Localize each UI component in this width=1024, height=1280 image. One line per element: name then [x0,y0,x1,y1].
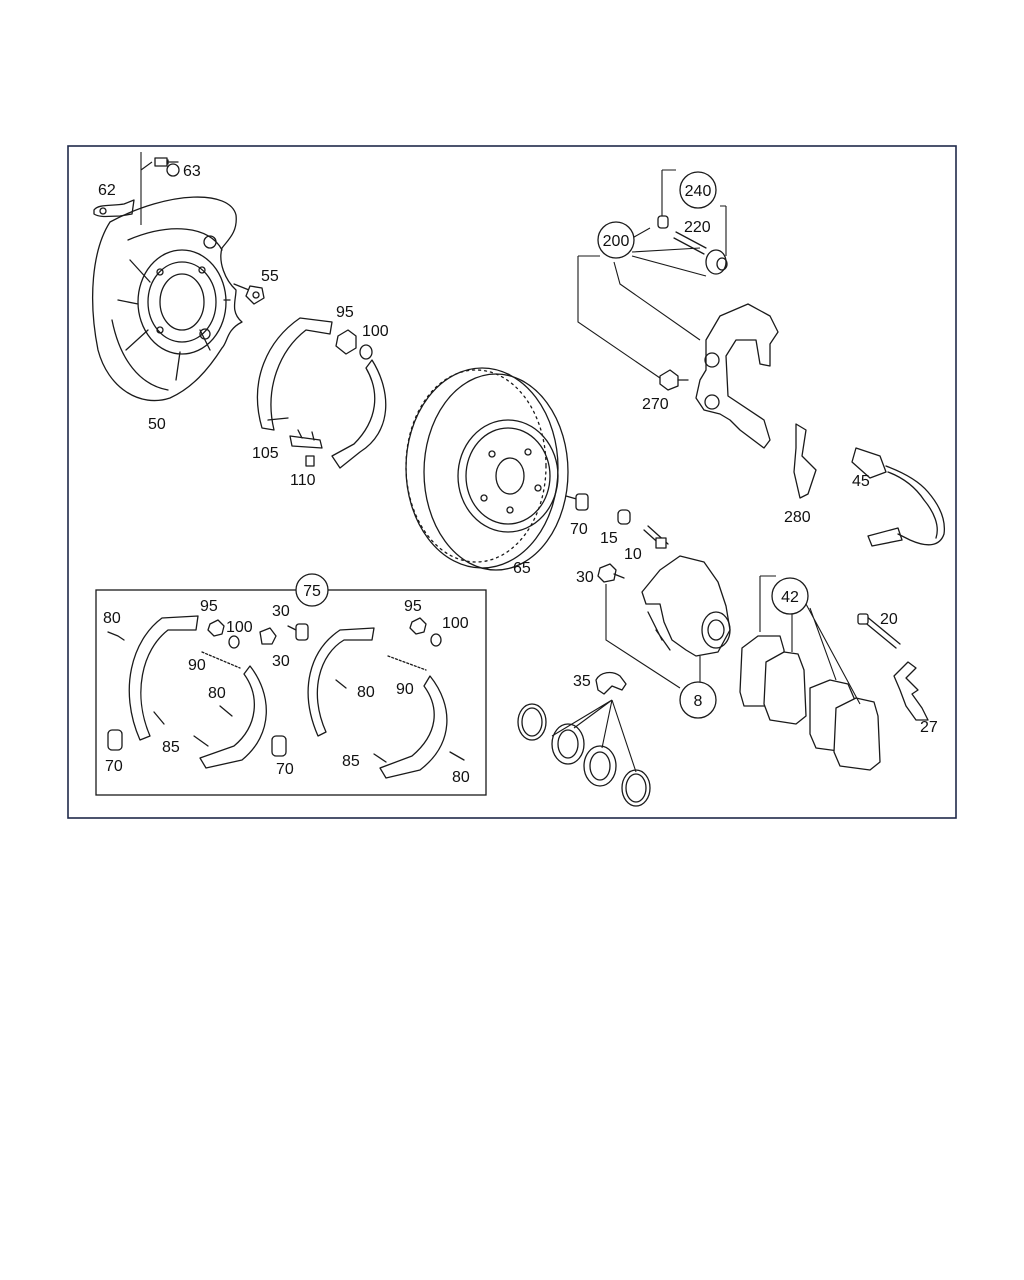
label-27: 27 [920,719,938,736]
dust-shield-50 [92,196,243,402]
parking-brake-shoe-left-105 [256,317,333,431]
label-10: 10 [624,546,642,563]
label-95b: 95 [200,598,218,615]
label-63: 63 [183,163,201,180]
kit-shoe-right-b [379,675,448,779]
label-80b: 80 [208,685,226,702]
callout-42: 42 [771,577,809,615]
caliper-carrier-200 [695,303,779,449]
kit-shoe-left-b [199,665,267,769]
label-62: 62 [98,182,116,199]
bleeder-cap-15 [617,509,631,525]
label-65: 65 [513,560,531,577]
label-95c: 95 [404,598,422,615]
anti-rattle-spring-27 [893,661,929,721]
adjuster-110 [289,429,323,467]
label-110: 110 [290,472,316,489]
parking-brake-shoe-right-105 [331,359,387,469]
kit-small-parts [107,617,465,763]
label-80a: 80 [103,610,121,627]
callout-240: 240 [679,171,717,209]
callout-200: 200 [597,221,635,259]
label-95a: 95 [336,304,354,321]
caliper-bolt-30 [597,563,625,583]
label-8: 8 [694,693,703,710]
part-numbers: 63 62 55 50 95 100 105 110 65 70 15 10 2… [98,163,938,786]
label-20: 20 [880,611,898,628]
label-55: 55 [261,268,279,285]
label-30a: 30 [576,569,594,586]
bolt-55 [233,283,265,305]
label-100c: 100 [442,615,469,632]
spring-clip-280 [793,423,817,499]
label-90a: 90 [188,657,206,674]
caliper-housing-8 [641,555,731,657]
label-200: 200 [603,233,630,250]
kit-shoe-left-a [128,615,199,741]
label-105: 105 [252,445,279,462]
bleeder-screw-10 [643,525,669,549]
carrier-bolt-270 [659,369,689,391]
leader-lines [240,169,861,773]
guide-pin-boot-240 [657,215,669,229]
wear-sensor-45 [851,447,946,547]
label-85a: 85 [162,739,180,756]
label-70a: 70 [570,521,588,538]
guide-pin-220 [673,231,707,255]
seal-kit-35 [517,671,651,807]
label-80c: 80 [357,684,375,701]
label-100a: 100 [362,323,389,340]
spring-100 [359,344,373,360]
label-42: 42 [781,589,799,606]
label-90b: 90 [396,681,414,698]
label-220: 220 [684,219,711,236]
spring-cap-95 [335,329,357,355]
label-30c: 30 [272,653,290,670]
guide-bushing-240 [705,249,728,275]
diagram-frame [67,145,957,819]
kit-shoe-right-a [307,627,375,737]
wheel-bolt-70 [565,493,589,511]
callout-8: 8 [679,681,717,719]
brake-pads-42 [739,635,881,771]
clip-62 [93,199,135,218]
bolt-63 [154,157,180,177]
label-15: 15 [600,530,618,547]
label-75: 75 [303,583,321,600]
label-45: 45 [852,473,870,490]
label-35: 35 [573,673,591,690]
label-70c: 70 [276,761,294,778]
label-50: 50 [148,416,166,433]
label-100b: 100 [226,619,253,636]
label-85b: 85 [342,753,360,770]
callout-75: 75 [295,573,329,607]
label-280: 280 [784,509,811,526]
label-240: 240 [685,183,712,200]
label-30b: 30 [272,603,290,620]
label-270: 270 [642,396,669,413]
label-70b: 70 [105,758,123,775]
label-80d: 80 [452,769,470,786]
brake-disc-65 [405,367,569,571]
pad-pin-20 [857,613,901,649]
